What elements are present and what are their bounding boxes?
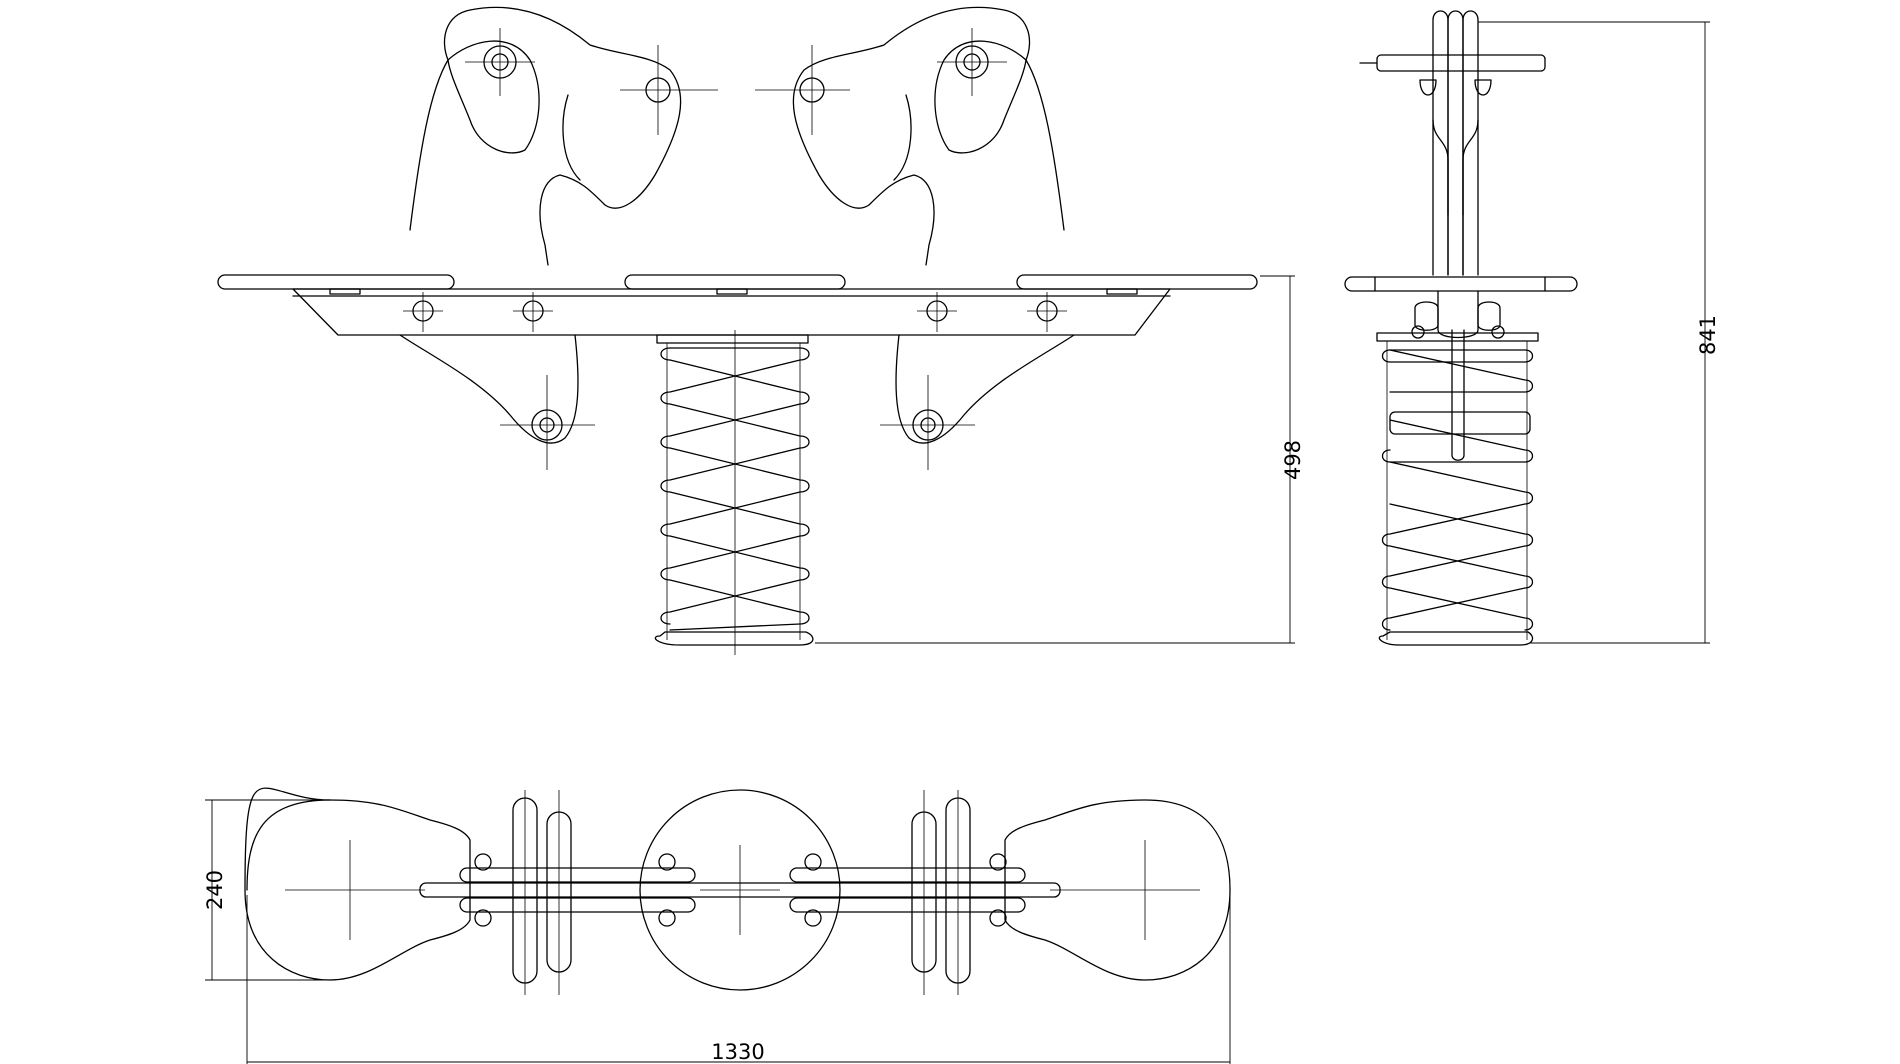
dimension-side-height: 841 [1478,21,1720,644]
side-handle [1376,54,1546,72]
front-height-label: 498 [1281,440,1305,480]
top-center-bar [419,882,1061,898]
right-animal-head [792,6,1065,266]
front-spring [654,330,814,655]
top-left-handles [474,790,676,995]
side-spring [1378,341,1534,646]
top-middle-seat [639,789,841,991]
top-right-seat [1004,799,1231,981]
top-width-label: 240 [203,870,227,910]
top-right-handles [804,790,1007,995]
side-view: 841 [1344,10,1720,646]
side-height-label: 841 [1696,315,1720,355]
main-beam [292,288,1171,336]
dimension-front-height: 498 [815,275,1305,644]
top-left-seat [244,787,471,981]
dimension-top-length: 1330 [246,895,1231,1064]
side-seat [1344,276,1578,292]
left-lower-leg [399,334,579,444]
beam-bolts [403,292,1067,332]
left-ear [447,40,540,154]
left-animal-head [409,6,682,266]
top-view: 240 1330 [203,787,1231,1064]
right-seat [1016,274,1258,290]
middle-seat [624,274,846,290]
head-bolts [465,28,1007,470]
right-lower-leg [895,334,1075,444]
right-ear [934,40,1027,154]
dimension-top-width: 240 [203,799,330,981]
top-length-label: 1330 [711,1040,764,1064]
front-view: 498 [217,6,1305,655]
left-seat [217,274,455,290]
